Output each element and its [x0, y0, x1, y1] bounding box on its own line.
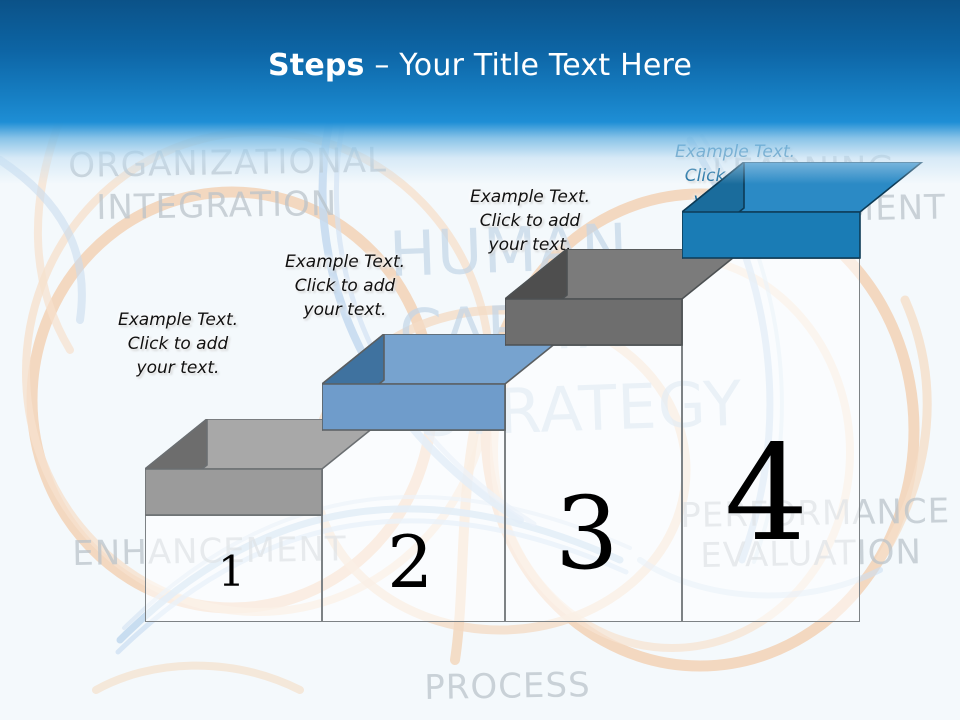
step-riser-1 [145, 515, 322, 622]
slab-front-face-2 [322, 383, 506, 431]
slab-front-face-3 [505, 298, 683, 346]
step-riser-3 [505, 345, 682, 622]
step-number-4: 4 [724, 417, 809, 571]
step-callout-3[interactable]: Example Text. Click to add your text. [469, 187, 591, 255]
step-riser-4 [682, 258, 860, 622]
step-number-3: 3 [555, 475, 619, 592]
slab-front-face-4 [682, 211, 861, 259]
slab-front-face-1 [145, 468, 323, 516]
step-slab-4 [682, 162, 924, 260]
step-callout-1[interactable]: Example Text. Click to add your text. [117, 310, 239, 378]
page-title-rest: – Your Title Text Here [364, 48, 693, 83]
page-title-bold: Steps [267, 48, 365, 83]
step-number-1: 1 [218, 547, 245, 596]
step-slab-1 [145, 419, 386, 517]
step-slab-3 [505, 249, 746, 347]
step-slab-2 [322, 334, 569, 432]
step-number-2: 2 [387, 520, 434, 604]
step-riser-2 [322, 430, 505, 622]
page-title: Steps – Your Title Text Here [0, 48, 960, 84]
title-band [0, 0, 960, 122]
step-callout-2[interactable]: Example Text. Click to add your text. [284, 252, 406, 320]
